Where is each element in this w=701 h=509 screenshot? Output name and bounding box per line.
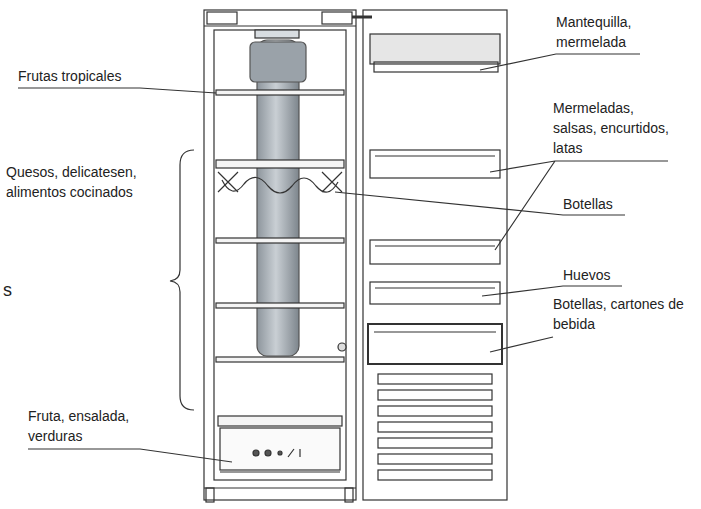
callout-label: Frutas tropicales [18,66,158,86]
door-grille [378,470,492,480]
door-grille [378,438,492,448]
door-grille [378,374,492,384]
callout-label: Fruta, ensalada, verduras [28,406,150,446]
callout-label: Huevos [563,265,653,285]
door-grille [378,390,492,400]
callout-label: Quesos, delicatesen, alimentos cocinados [6,162,168,202]
door-grille [378,406,492,416]
callout-label: Mantequilla, mermelada [556,12,648,52]
door-grille [378,454,492,464]
callout-label: Mermeladas, salsas, encurtidos, latas [553,98,677,158]
callout-label: Botellas, cartones de bebida [553,294,693,334]
door-grille [378,422,492,432]
callout-label: Botellas [563,194,653,214]
callout-label: s [3,280,23,300]
